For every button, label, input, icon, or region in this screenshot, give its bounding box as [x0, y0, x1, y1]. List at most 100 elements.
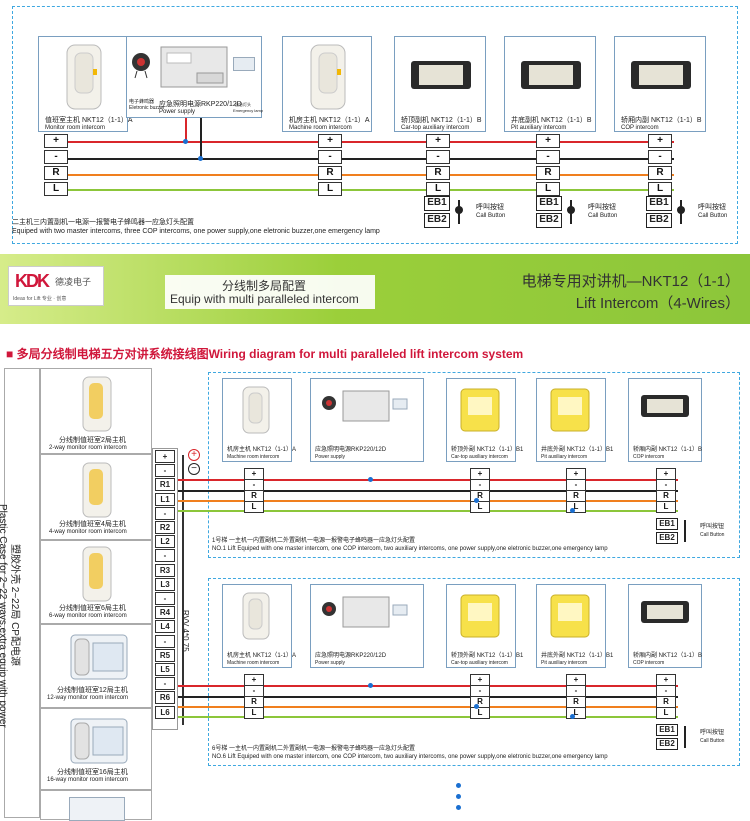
card-label-cn: 值班室主机 NKT12（1-1）A [45, 117, 133, 124]
banner-product-cn: 电梯专用对讲机—NKT12（1-1） [521, 273, 740, 290]
strip-terminal: L1 [155, 492, 175, 506]
card-label-en: Power supply [315, 454, 346, 460]
group-wire [178, 490, 678, 492]
item-label-en: 4-way monitor room intercom [49, 529, 127, 535]
card-label-cn: 轿厢内副 NKT12（1-1）B [633, 653, 703, 659]
card-label-cn: 轿顶外副 NKT12（1-1）B1 [451, 653, 524, 659]
terminal: R [656, 490, 676, 502]
terminal: L [536, 182, 560, 196]
terminal: L [244, 707, 264, 719]
wire-minus [56, 158, 674, 160]
item-label-cn: 分线制值班室6局主机 [59, 605, 126, 612]
terminal: - [536, 150, 560, 164]
card-label-en: Pit auxiliary intercom [541, 454, 588, 460]
monitor-12way-cell: 分线制值班室12局主机 12-way monitor room intercom [40, 624, 152, 708]
terminal: L [566, 707, 586, 719]
card-label-en: Pit auxiliary intercom [511, 125, 567, 131]
item-label-cn: 分线制值班室2局主机 [59, 437, 126, 444]
group6-note-en: NO.6 Lift Equiped with one master interc… [212, 754, 608, 760]
top-note-en: Equiped with two master intercoms, three… [12, 228, 380, 235]
group-wire [178, 510, 678, 512]
junction-dot [570, 714, 575, 719]
product-banner [0, 254, 750, 324]
push-button-icon [677, 200, 688, 224]
strip-terminal: R3 [155, 563, 175, 577]
strip-terminal: - [155, 549, 175, 563]
call-button-label-cn: 呼叫按钮 [698, 204, 726, 211]
continuation-dot [456, 805, 461, 810]
junction-dot [368, 683, 373, 688]
card-label-cn: 轿厢内副 NKT12（1-1）B [633, 447, 703, 453]
emergency-lamp-icon [233, 57, 255, 71]
terminal: + [536, 134, 560, 148]
minus-symbol-icon: − [188, 463, 200, 475]
card-label-en: Machine room intercom [227, 454, 280, 460]
push-button-icon [684, 520, 690, 542]
wire-r [56, 174, 674, 176]
terminal: L [648, 182, 672, 196]
junction-dot [183, 139, 188, 144]
handset-intercom-icon [231, 385, 281, 440]
handset-intercom-icon [231, 591, 281, 646]
monitor-6way-cell: 分线制值班室6局主机 6-way monitor room intercom [40, 540, 152, 624]
card-label-en: Monitor room intercom [45, 125, 106, 131]
speaker-box-icon [631, 61, 691, 89]
card-label-en: Car-top auxiliary intercom [451, 660, 508, 666]
call-button-terminal: EB2 [656, 738, 678, 750]
handset-intercom-icon [82, 546, 112, 602]
plus-symbol-icon: + [188, 449, 200, 461]
card-label-en: Machine room intercom [289, 125, 352, 131]
call-button-label-cn: 呼叫按钮 [476, 204, 504, 211]
push-button-icon [684, 726, 690, 748]
monitor-16way-cell: 分线制值班室16局主机 16-way monitor room intercom [40, 708, 152, 790]
terminal: L [426, 182, 450, 196]
group-wire [178, 685, 678, 687]
group-wire [178, 500, 678, 502]
call-button-terminal: EB2 [424, 213, 450, 228]
card-label-cn: 井底外副 NKT12（1-1）B1 [541, 653, 614, 659]
call-button-label-en: Call Button [700, 738, 725, 744]
strip-terminal: L4 [155, 620, 175, 634]
case-vertical-label: 塑胶外壳 2~22局 CP配电源 Plastic Case for 2~22 w… [0, 372, 38, 812]
terminal: L [470, 707, 490, 719]
trunk-wire [182, 455, 184, 725]
terminal: - [44, 150, 68, 164]
push-button-icon [455, 200, 466, 224]
call-button-label-en: Call Button [476, 213, 506, 219]
group6-note-cn: 6号梯 一主机一内置副机二外置副机一电源一报警电子蜂鸣器一应急灯头配置 [212, 746, 416, 752]
group-wire [178, 716, 678, 718]
buzzer-label-en: Eletronic buzzer [129, 105, 165, 111]
banner-center-cn: 分线制多局配置 [222, 279, 307, 293]
item-label-en: 16-way monitor room intercom [47, 777, 129, 783]
wire-plus [56, 141, 674, 143]
call-button-label-cn: 呼叫按钮 [588, 204, 616, 211]
terminal: L [318, 182, 342, 196]
item-label-en: 2-way monitor room intercom [49, 445, 127, 451]
card-label-en: COP intercom [633, 454, 665, 460]
speaker-box-icon [545, 385, 595, 440]
speaker-box-icon [455, 591, 505, 646]
call-button-terminal: EB1 [424, 196, 450, 211]
call-button-terminal: EB2 [646, 213, 672, 228]
card-label-en: COP intercom [621, 125, 659, 131]
group1-note-cn: 1号梯 一主机一内置副机二外置副机一电源一报警电子蜂鸣器一应急灯头配置 [212, 538, 416, 544]
call-button-label-en: Call Button [698, 213, 728, 219]
power-wire-plus [185, 118, 187, 142]
terminal: - [426, 150, 450, 164]
group-wire [178, 706, 678, 708]
strip-terminal: R2 [155, 521, 175, 534]
terminal: L [656, 707, 676, 719]
item-label-cn: 分线制值班室12局主机 [57, 687, 128, 694]
handset-intercom-icon [82, 462, 112, 518]
call-button-terminal: EB2 [656, 532, 678, 544]
power-supply-icon [319, 591, 409, 642]
top-note-cn: 二主机三内置副机一电源一报警电子蜂鸣器一应急灯头配置 [12, 219, 194, 226]
desk-intercom-icon [70, 718, 128, 764]
